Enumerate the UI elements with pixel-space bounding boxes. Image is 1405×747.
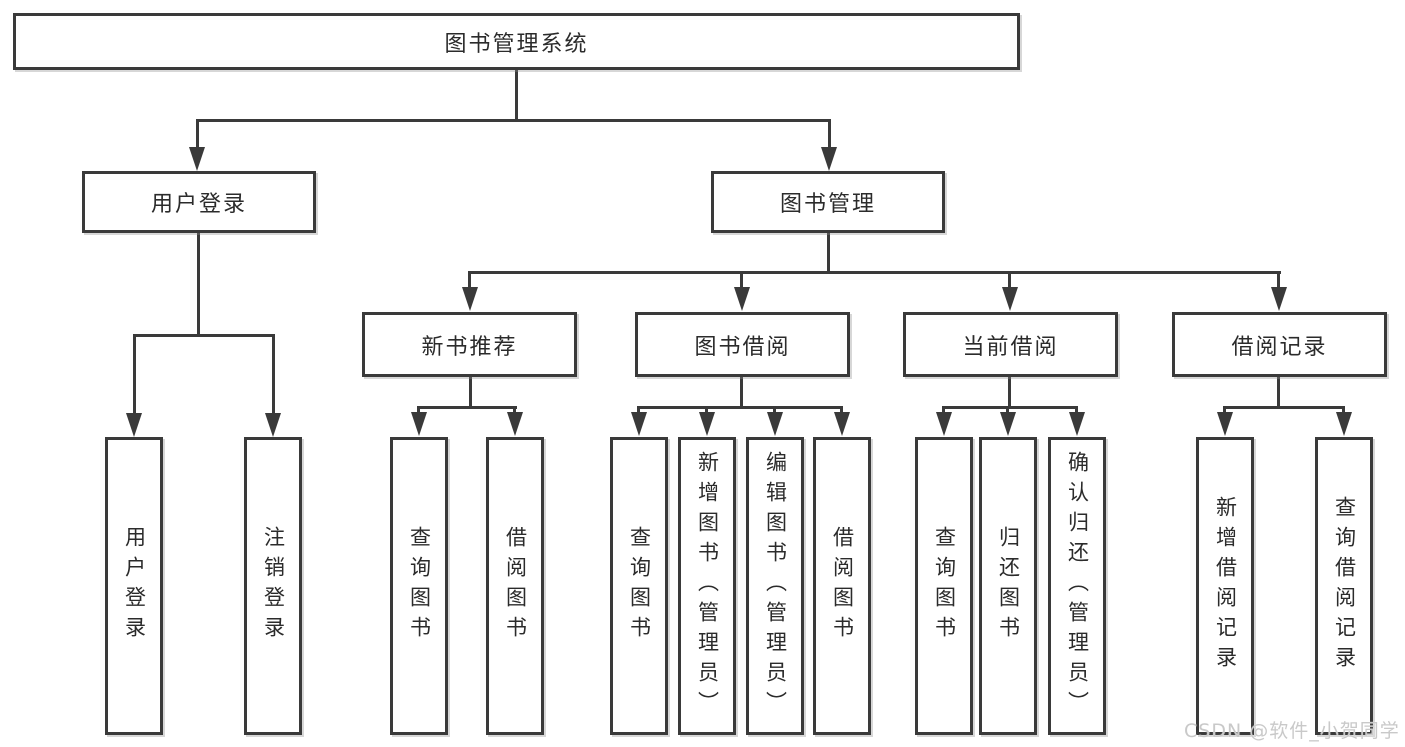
connector-line [1008,271,1011,289]
arrow-down-icon [462,287,478,311]
connector-line [272,334,275,414]
connector-line [1008,377,1011,408]
arrow-down-icon [1069,412,1085,436]
arrow-down-icon [507,412,523,436]
leaf-newbook-query-books: 查询图书 [390,437,448,735]
leaf-edit-book-admin: 编辑图书（管理员） [746,437,804,735]
leaf-label: 注销登录 [261,526,286,646]
connector-line [197,233,200,337]
connector-line [513,406,516,414]
connector-line [196,119,831,122]
arrow-down-icon [126,413,142,437]
connector-line [515,70,518,120]
connector-line [740,377,743,408]
leaf-return-books: 归还图书 [979,437,1037,735]
leaf-borrow-borrow-books: 借阅图书 [813,437,871,735]
leaf-current-query-books: 查询图书 [915,437,973,735]
node-label: 用户登录 [150,192,247,217]
node-new-book-recommend: 新书推荐 [362,312,577,377]
connector-line [827,233,830,274]
connector-line [468,271,471,289]
connector-line [469,377,472,408]
connector-line [468,271,1281,274]
connector-line [1342,406,1345,414]
connector-line [705,406,708,414]
node-current-borrow: 当前借阅 [903,312,1118,377]
connector-line [828,119,831,151]
connector-line [740,271,743,289]
arrow-down-icon [834,412,850,436]
leaf-label: 新增图书（管理员） [695,451,720,721]
leaf-borrow-query-books: 查询图书 [610,437,668,735]
node-label: 新书推荐 [421,334,518,360]
leaf-label: 借阅图书 [830,526,855,646]
leaf-label: 查询图书 [932,526,957,646]
connector-line [417,406,420,414]
node-label: 当前借阅 [962,334,1059,360]
leaf-confirm-return-admin: 确认归还（管理员） [1048,437,1106,735]
arrow-down-icon [821,147,837,171]
node-label: 图书借阅 [694,334,791,360]
node-label: 借阅记录 [1231,334,1328,360]
leaf-label: 借阅图书 [503,526,528,646]
leaf-label: 归还图书 [996,526,1021,646]
arrow-down-icon [189,147,205,171]
arrow-down-icon [1336,412,1352,436]
arrow-down-icon [1271,287,1287,311]
connector-line [773,406,776,414]
connector-line [840,406,843,414]
leaf-label: 编辑图书（管理员） [763,451,788,721]
node-user-login: 用户登录 [82,171,316,233]
leaf-label: 用户登录 [122,526,147,646]
leaf-label: 确认归还（管理员） [1065,451,1090,721]
leaf-add-borrow-record: 新增借阅记录 [1196,437,1254,735]
arrow-down-icon [411,412,427,436]
connector-line [1006,406,1009,414]
node-library-management-system: 图书管理系统 [13,13,1020,70]
node-label: 图书管理系统 [444,31,589,57]
connector-line [133,334,275,337]
arrow-down-icon [1000,412,1016,436]
connector-line [942,406,1078,409]
arrow-down-icon [734,287,750,311]
connector-line [1277,271,1280,289]
node-label: 图书管理 [779,192,876,217]
node-book-management: 图书管理 [711,171,945,233]
watermark: CSDN @软件_小贺同学 [1184,720,1400,742]
connector-line [417,406,517,409]
connector-line [1277,377,1280,408]
connector-line [1223,406,1345,409]
leaf-label: 查询借阅记录 [1332,496,1357,676]
leaf-logout: 注销登录 [244,437,302,735]
arrow-down-icon [1217,412,1233,436]
leaf-add-book-admin: 新增图书（管理员） [678,437,736,735]
arrow-down-icon [1002,287,1018,311]
connector-line [1223,406,1226,414]
leaf-label: 新增借阅记录 [1213,496,1238,676]
node-borrow-records: 借阅记录 [1172,312,1387,377]
leaf-query-borrow-record: 查询借阅记录 [1315,437,1373,735]
connector-line [942,406,945,414]
leaf-user-login: 用户登录 [105,437,163,735]
arrow-down-icon [265,413,281,437]
arrow-down-icon [767,412,783,436]
arrow-down-icon [936,412,952,436]
connector-line [1075,406,1078,414]
node-book-borrow: 图书借阅 [635,312,850,377]
leaf-label: 查询图书 [407,526,432,646]
connector-line [637,406,640,414]
connector-line [133,334,136,414]
arrow-down-icon [631,412,647,436]
connector-line [637,406,843,409]
arrow-down-icon [699,412,715,436]
leaf-newbook-borrow-books: 借阅图书 [486,437,544,735]
connector-line [196,119,199,151]
leaf-label: 查询图书 [627,526,652,646]
